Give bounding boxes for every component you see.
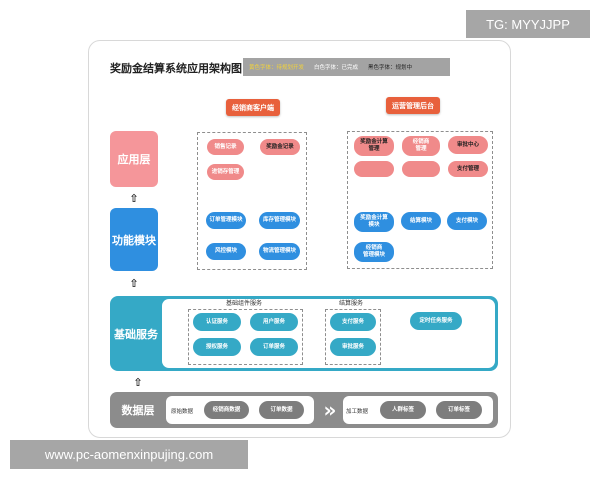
function-item[interactable]: 支付模块	[447, 212, 487, 230]
legend: 黄色字体：待规划开发 白色字体：已完成 黑色字体：规划中	[243, 58, 450, 76]
base-service-item[interactable]: 订单服务	[250, 338, 298, 356]
app-item[interactable]: 销售记录	[207, 139, 244, 155]
data-item[interactable]: 订单标签	[436, 401, 482, 419]
data-item[interactable]: 经销商数据	[204, 401, 249, 419]
app-item[interactable]	[354, 161, 394, 177]
legend-yellow: 黄色字体：待规划开发	[249, 65, 305, 71]
watermark-bottom-left: www.pc-aomenxinpujing.com	[10, 440, 248, 469]
function-item[interactable]: 结算模块	[401, 212, 441, 230]
function-item[interactable]: 物流管理模块	[259, 243, 300, 260]
app-item[interactable]: 支付管理	[448, 161, 488, 177]
layer-application: 应用层	[110, 131, 158, 187]
base-services-panel	[162, 299, 495, 368]
base-group2-title: 结算服务	[339, 300, 364, 307]
function-item[interactable]: 订单管理模块	[206, 212, 246, 229]
base-service-item[interactable]: 认证服务	[193, 313, 241, 331]
up-arrow-icon: ⇧	[133, 375, 143, 389]
processed-data-label: 加工数据	[346, 409, 369, 415]
function-item[interactable]: 奖励金计算 模块	[354, 212, 394, 232]
layer-function: 功能模块	[110, 208, 158, 271]
app-item[interactable]: 审批中心	[448, 136, 488, 154]
distributor-group	[197, 132, 307, 270]
raw-data-label: 原始数据	[171, 409, 194, 415]
diagram-card	[88, 40, 511, 438]
app-item[interactable]: 奖励金计算 管理	[354, 136, 394, 156]
base-group1-title: 基础组件服务	[226, 300, 263, 307]
function-item[interactable]: 库存管理模块	[259, 212, 300, 229]
up-arrow-icon: ⇧	[129, 276, 139, 290]
flow-arrow-icon: »	[323, 398, 337, 422]
app-item[interactable]	[402, 161, 440, 177]
base-service-item[interactable]: 授权服务	[193, 338, 241, 356]
legend-black: 黑色字体：规划中	[368, 65, 413, 71]
legend-white: 白色字体：已完成	[314, 65, 359, 71]
data-item[interactable]: 订单数据	[259, 401, 304, 419]
diagram-title: 奖励金结算系统应用架构图	[110, 62, 242, 75]
ops-group	[347, 131, 493, 269]
app-item[interactable]: 奖励金记录	[260, 139, 300, 155]
app-item[interactable]: 进销存管理	[207, 164, 244, 180]
watermark-top-right: TG: MYYJJPP	[466, 10, 590, 38]
data-item[interactable]: 人群标签	[380, 401, 426, 419]
base-service-item[interactable]: 用户服务	[250, 313, 298, 331]
base-group1	[188, 309, 303, 365]
app-item[interactable]: 经销商 管理	[402, 136, 440, 156]
function-item[interactable]: 经销商 管理模块	[354, 242, 394, 262]
base-service-item[interactable]: 支付服务	[330, 313, 376, 331]
function-item[interactable]: 风控模块	[206, 243, 246, 260]
section-ops-backend: 运营管理后台	[386, 97, 440, 114]
base-service-item[interactable]: 定时任务服务	[410, 312, 462, 330]
up-arrow-icon: ⇧	[129, 191, 139, 205]
base-service-item[interactable]: 审批服务	[330, 338, 376, 356]
layer-data: 数据层	[121, 404, 155, 417]
base-group2	[325, 309, 381, 365]
layer-base: 基础服务	[114, 327, 158, 341]
section-distributor-client: 经销商客户端	[226, 99, 280, 116]
